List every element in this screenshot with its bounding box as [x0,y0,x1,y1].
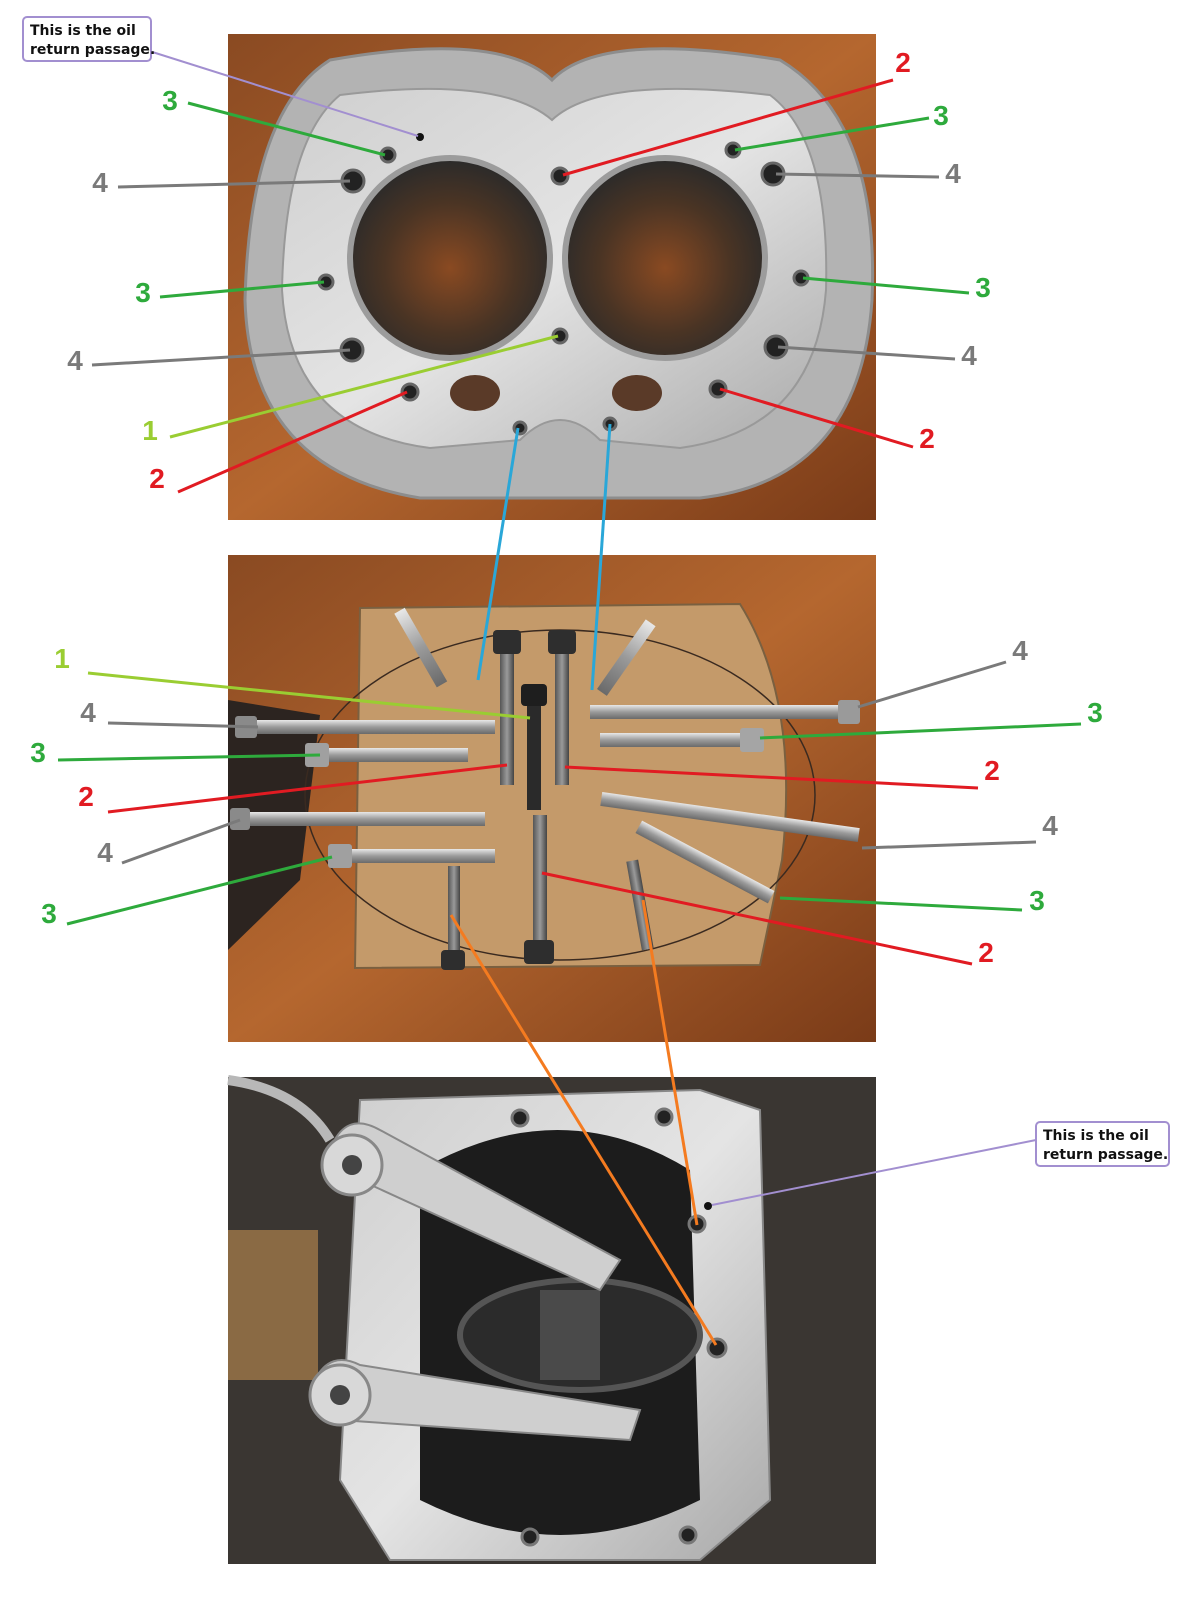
right-bore [562,155,768,361]
top-leader-5 [177,390,408,494]
oil-passage-slots [450,375,662,411]
middle-label-1: 4 [80,697,96,728]
top-label-2: 3 [135,277,151,308]
top-label-7: 3 [933,100,949,131]
top-leader-4 [169,334,559,439]
middle-leader-6 [857,660,1007,709]
middle-label-10: 3 [1029,885,1045,916]
connector-1 [590,423,612,691]
connector-3 [641,899,699,1226]
middle-label-9: 4 [1042,810,1058,841]
middle-label-11: 2 [978,937,994,968]
top-leader-9 [802,276,970,295]
middle-leader-3 [107,763,508,814]
connector-2 [449,914,718,1346]
top-label-11: 2 [919,423,935,454]
oil-note-top-box [22,16,152,62]
oil-note-top-line2: return passage. [30,42,155,58]
top-label-10: 4 [961,340,977,371]
middle-leader-4 [121,818,241,865]
oil-note-bottom-line1: This is the oil [1043,1128,1149,1144]
oil-note-bottom: This is the oil return passage. [711,1121,1170,1206]
top-leader-6 [562,78,894,177]
top-label-5: 2 [149,463,165,494]
middle-leader-7 [759,722,1082,740]
top-leader-0 [187,101,386,157]
middle-label-4: 4 [97,837,113,868]
top-leader-10 [777,345,956,361]
top-label-9: 3 [975,272,991,303]
top-leader-3 [91,348,351,367]
connector-lines [449,423,718,1346]
middle-leader-11 [541,871,973,966]
middle-leader-10 [779,896,1023,912]
middle-leader-9 [861,840,1037,850]
top-label-1: 4 [92,167,108,198]
middle-leader-2 [57,753,321,762]
block-oil-return-hole [704,1202,712,1210]
middle-label-3: 2 [78,781,94,812]
oil-note-top-line1: This is the oil [30,23,136,39]
oil-note-top: This is the oil return passage. [22,16,419,137]
connector-0 [476,427,520,681]
oil-note-bottom-leader [711,1139,1037,1206]
oil-return-hole [416,133,424,141]
top-leader-1 [117,179,351,189]
top-label-6: 2 [895,47,911,78]
oil-note-top-leader [145,49,419,137]
top-label-0: 3 [162,85,178,116]
top-leader-8 [775,172,940,179]
top-leader-2 [159,280,325,299]
stud-holes [317,141,810,436]
oil-note-bottom-line2: return passage. [1043,1147,1168,1163]
middle-label-8: 2 [984,755,1000,786]
middle-label-7: 3 [1087,697,1103,728]
top-label-3: 4 [67,345,83,376]
top-leader-7 [734,116,930,152]
middle-leader-8 [564,765,979,790]
top-label-8: 4 [945,158,961,189]
middle-label-5: 3 [41,898,57,929]
vertical-bolts [394,607,656,970]
middle-leader-5 [66,855,333,926]
bolts-photo [228,555,876,1042]
horizontal-bolts [230,700,860,904]
block-holes [510,1107,728,1547]
left-bore [347,155,553,361]
top-leader-11 [719,387,914,449]
top-label-4: 1 [142,415,158,446]
oil-note-bottom-box [1035,1121,1170,1167]
middle-leader-0 [87,671,531,720]
middle-label-0: 1 [54,643,70,674]
middle-label-2: 3 [30,737,46,768]
middle-leader-1 [107,721,259,729]
middle-label-6: 4 [1012,635,1028,666]
engine-photo [227,1075,876,1564]
